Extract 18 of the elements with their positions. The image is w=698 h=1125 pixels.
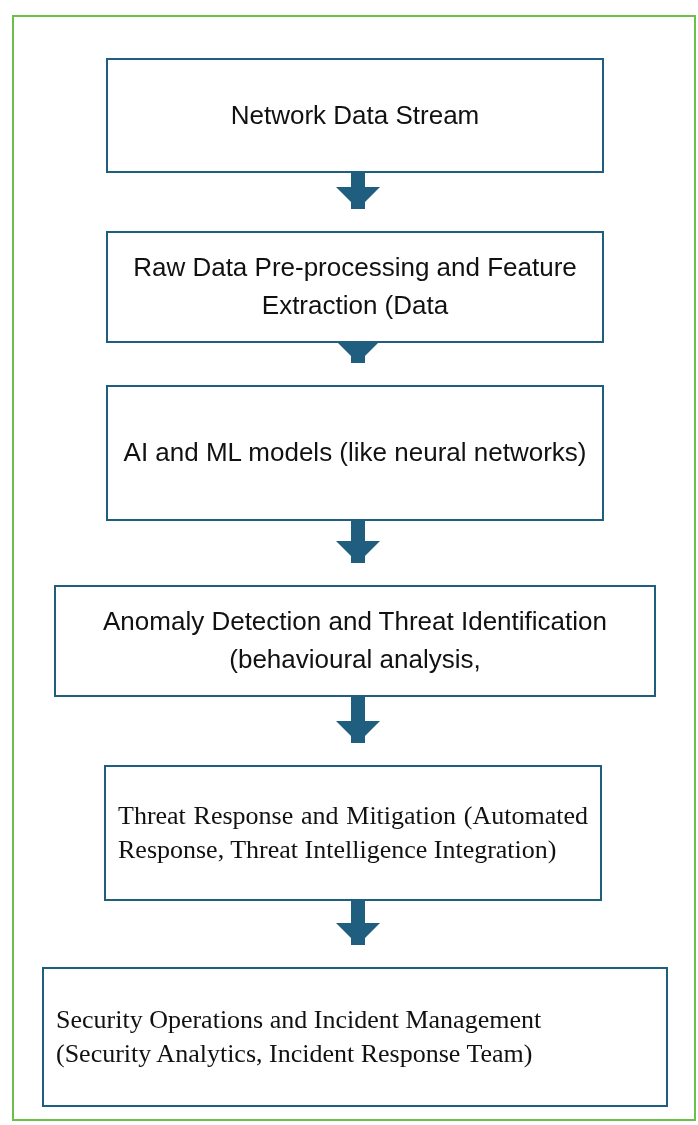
box-text: Threat Response and Mitigation (Automated Response, Threat Intelligence Integration) xyxy=(118,800,588,866)
process-box xyxy=(42,967,668,1107)
arrow xyxy=(336,521,380,563)
arrow xyxy=(336,901,380,945)
box-text: Raw Data Pre-processing and Feature Extraction (Data xyxy=(132,251,578,322)
process-box xyxy=(54,585,656,697)
arrow xyxy=(336,341,380,363)
arrow xyxy=(336,173,380,209)
process-box xyxy=(106,58,604,173)
box-text: AI and ML models (like neural networks) xyxy=(123,436,587,470)
process-box xyxy=(106,231,604,343)
box-text: Network Data Stream xyxy=(230,98,480,132)
arrow xyxy=(336,697,380,743)
box-text: Anomaly Detection and Threat Identification (behavioural analysis, xyxy=(102,605,608,676)
process-box xyxy=(106,385,604,521)
box-text: Security Operations and Incident Management xyxy=(56,1004,543,1037)
box-text: (Security Analytics, Incident Response Team) xyxy=(56,1038,534,1070)
process-box xyxy=(104,765,602,901)
